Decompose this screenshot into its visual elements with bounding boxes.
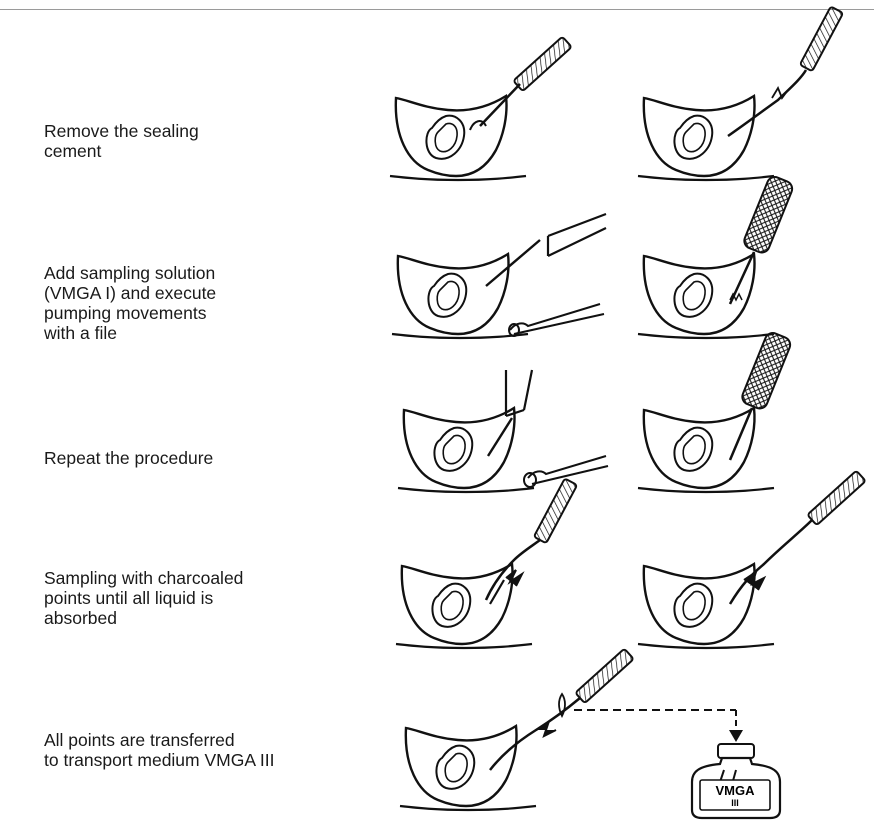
- row-1-left-illustration: [390, 37, 572, 180]
- row-2-right-illustration: [638, 175, 795, 338]
- row-1-right-illustration: [638, 6, 843, 180]
- row-3-left-illustration: [398, 370, 608, 492]
- transfer-arrow: [574, 710, 743, 742]
- vial-label: VMGA: [716, 783, 756, 798]
- row-4-right-illustration: [638, 471, 866, 648]
- vial-vmga-iii: VMGA III: [692, 744, 780, 818]
- row-3-right-illustration: [638, 331, 793, 492]
- row-2-left-illustration: [392, 214, 606, 338]
- vial-sublabel: III: [731, 798, 739, 808]
- row-5-left-illustration: [400, 649, 634, 810]
- row-4-left-illustration: [396, 478, 577, 648]
